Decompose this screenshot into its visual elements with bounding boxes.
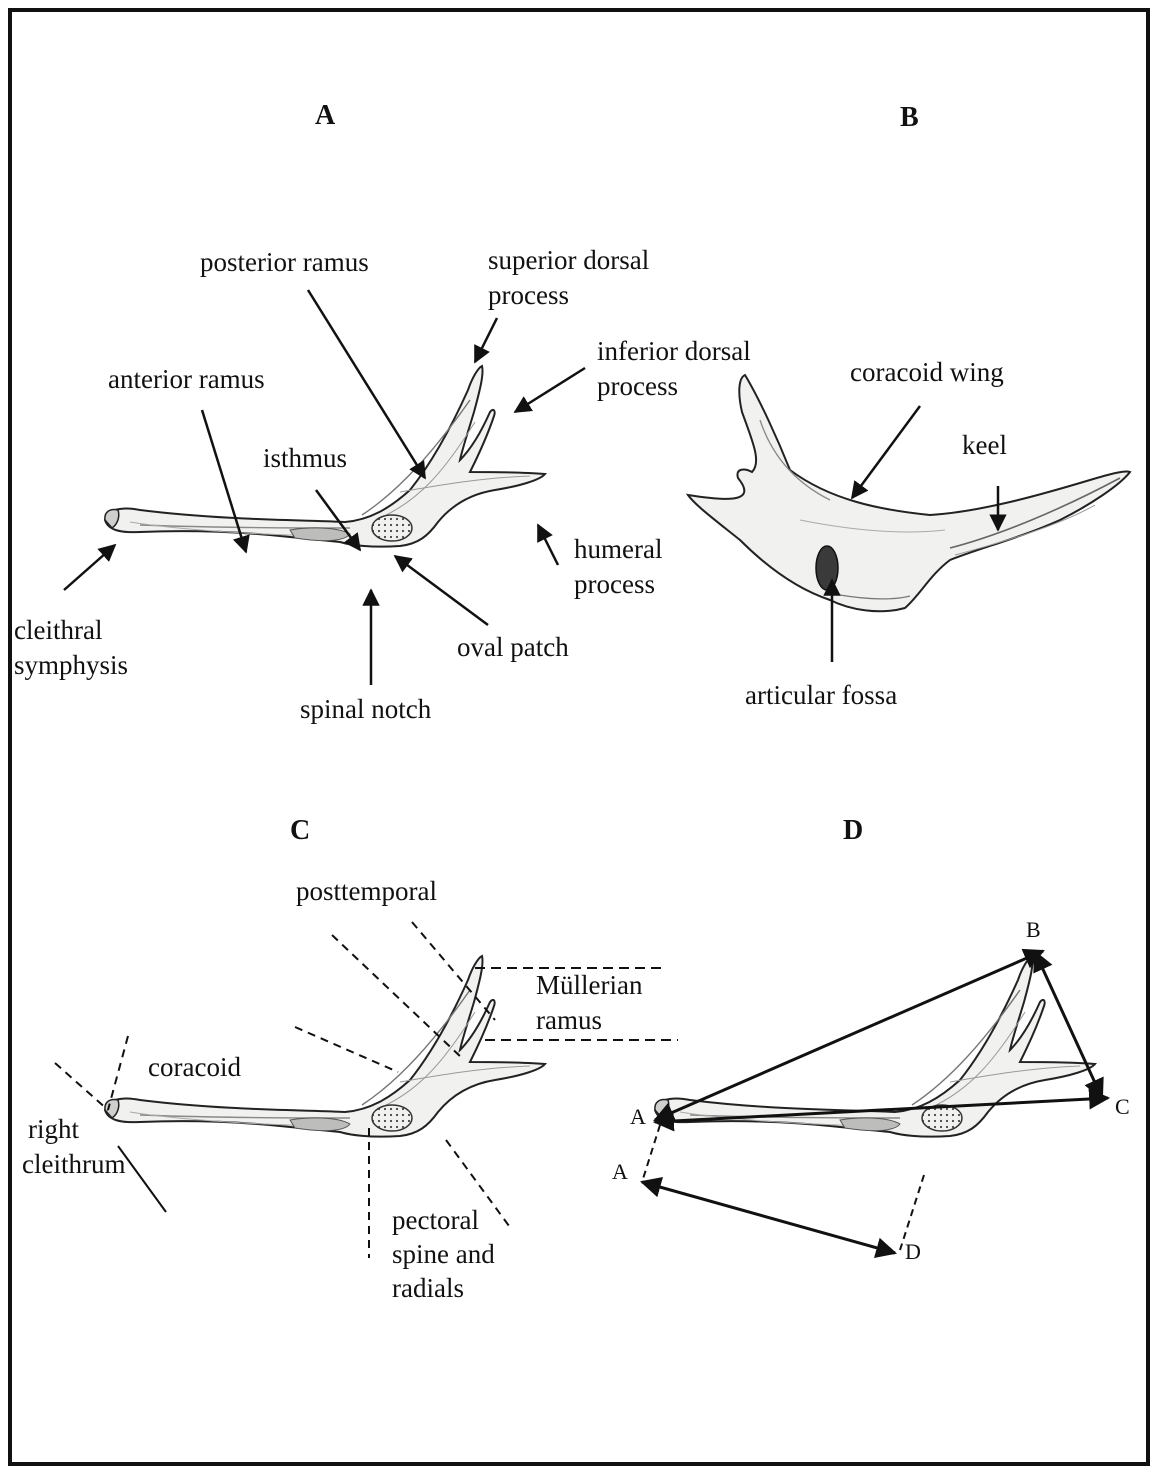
- label-spinal-notch: spinal notch: [300, 694, 432, 724]
- measure-a-c: [652, 1088, 1111, 1132]
- arrow-anterior-ramus: [200, 409, 250, 554]
- point-label-a-upper: A: [630, 1104, 646, 1129]
- label-coracoid: coracoid: [148, 1052, 241, 1082]
- label-humeral-1: humeral: [574, 534, 663, 564]
- arrow-posterior-ramus: [306, 289, 427, 480]
- dashed-d: [899, 1174, 925, 1251]
- point-label-a-lower: A: [612, 1159, 628, 1184]
- label-keel: keel: [962, 430, 1007, 460]
- label-inferior-dorsal-1: inferior dorsal: [597, 336, 751, 366]
- panel-b-drawing: [685, 373, 1132, 662]
- point-label-c: C: [1115, 1094, 1130, 1119]
- label-pectoral-2: spine and: [392, 1239, 495, 1269]
- label-pectoral-1: pectoral: [392, 1205, 479, 1235]
- arrow-oval-patch: [393, 554, 489, 627]
- arrow-cleithral-symphysis: [63, 543, 117, 591]
- label-isthmus: isthmus: [263, 443, 348, 473]
- dashed-a-a: [641, 1124, 661, 1183]
- panel-label-d: D: [843, 815, 864, 846]
- figure-frame: [8, 8, 1150, 1466]
- label-posterior-ramus: posterior ramus: [200, 247, 369, 277]
- label-superior-dorsal-2: process: [488, 280, 569, 310]
- dashed-posttemporal-1: [411, 921, 496, 1021]
- dashed-left-1: [54, 1062, 109, 1111]
- panel-c-drawing: [54, 921, 678, 1258]
- label-oval-patch: oval patch: [457, 632, 569, 662]
- arrow-inferior-dorsal: [513, 366, 586, 414]
- panel-label-c: C: [290, 815, 311, 846]
- point-label-b: B: [1026, 917, 1041, 942]
- panel-d-drawing: [639, 948, 1111, 1259]
- dashed-coracoid: [294, 1026, 399, 1073]
- label-articular-fossa: articular fossa: [745, 680, 898, 710]
- label-posttemporal: posttemporal: [296, 876, 437, 906]
- arrow-isthmus: [314, 489, 362, 552]
- line-right-cleithrum: [117, 1145, 167, 1213]
- panel-label-a: A: [315, 100, 336, 131]
- panel-label-b: B: [900, 102, 919, 133]
- label-mullerian-1: Müllerian: [536, 970, 643, 1000]
- label-cleithral-1: cleithral: [14, 615, 103, 645]
- label-coracoid-wing: coracoid wing: [850, 357, 1004, 387]
- label-superior-dorsal-1: superior dorsal: [488, 245, 650, 275]
- label-humeral-2: process: [574, 569, 655, 599]
- arrow-coracoid-wing: [850, 405, 922, 500]
- label-mullerian-2: ramus: [536, 1005, 602, 1035]
- label-cleithral-2: symphysis: [14, 650, 129, 680]
- dashed-posttemporal-2: [331, 934, 463, 1059]
- panel-a-drawing: [63, 289, 586, 685]
- dashed-left-2: [107, 1035, 129, 1111]
- label-right-cleithrum-2: cleithrum: [22, 1149, 126, 1179]
- arrow-humeral: [536, 523, 560, 566]
- arrow-superior-dorsal: [473, 317, 499, 364]
- label-pectoral-3: radials: [392, 1273, 464, 1303]
- point-label-d: D: [905, 1239, 921, 1264]
- label-inferior-dorsal-2: process: [597, 371, 678, 401]
- label-right-cleithrum-1: right: [28, 1114, 79, 1144]
- dashed-pectoral-2: [445, 1139, 513, 1231]
- measure-a-d: [639, 1176, 898, 1259]
- measure-b-c: [1033, 950, 1104, 1100]
- label-anterior-ramus: anterior ramus: [108, 364, 265, 394]
